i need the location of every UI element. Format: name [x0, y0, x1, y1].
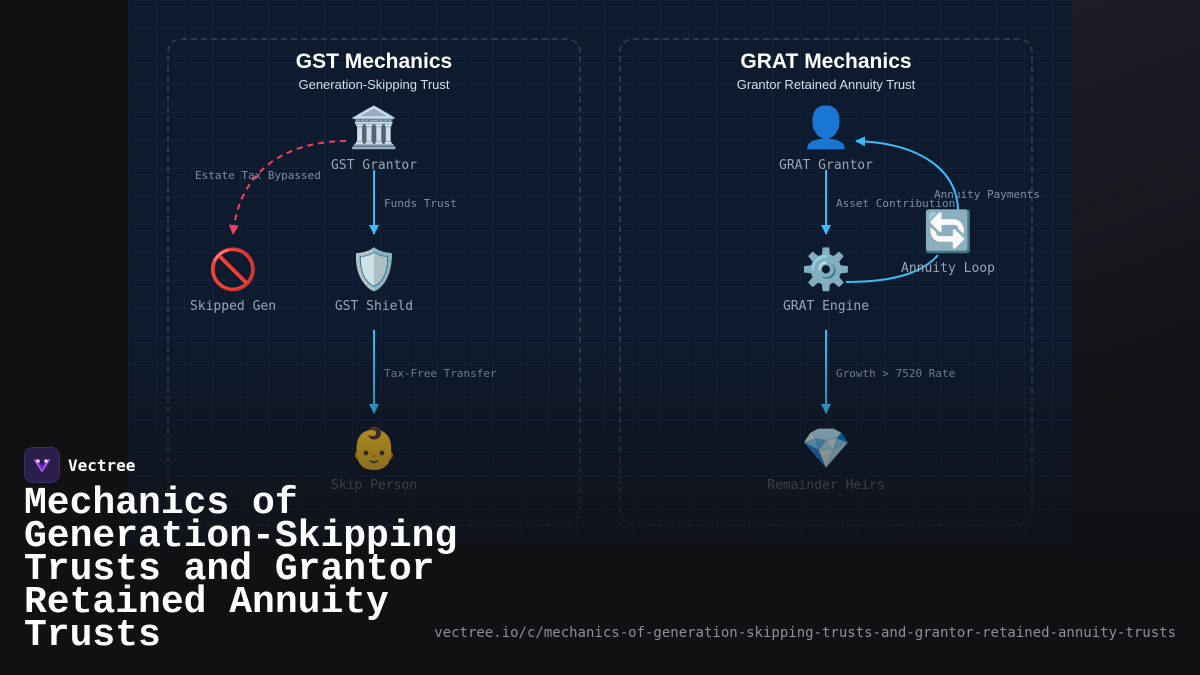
edge-engine-to-loop — [845, 254, 939, 283]
brand: Vectree — [24, 447, 135, 483]
refresh-loop-icon: 🔄 — [923, 209, 973, 255]
bank-building-icon: 🏛️ — [349, 105, 399, 151]
grat-cluster-title: GRAT Mechanics — [740, 50, 912, 73]
node-label-gst-grantor: GST Grantor — [330, 158, 418, 173]
edge-label-tax-free-transfer: Tax-Free Transfer — [384, 367, 497, 380]
node-label-annuity-loop: Annuity Loop — [901, 261, 995, 276]
person-icon: 👤 — [801, 105, 851, 151]
gst-cluster-title: GST Mechanics — [295, 50, 453, 73]
page-title: Mechanics of Generation-Skipping Trusts … — [24, 482, 458, 657]
node-label-gst-shield: GST Shield — [334, 299, 414, 314]
edge-label-estate-tax-bypassed: Estate Tax Bypassed — [195, 169, 321, 182]
node-label-grat-grantor: GRAT Grantor — [779, 158, 873, 173]
node-label-remainder-heirs: Remainder Heirs — [767, 478, 885, 493]
edge-label-funds-trust: Funds Trust — [384, 197, 457, 210]
page-url[interactable]: vectree.io/c/mechanics-of-generation-ski… — [434, 625, 1176, 641]
baby-icon: 👶 — [349, 426, 399, 472]
shield-icon: 🛡️ — [349, 247, 399, 293]
brand-name: Vectree — [68, 455, 136, 475]
edge-estate-tax-bypassed — [228, 140, 347, 235]
gst-cluster-subtitle: Generation-Skipping Trust — [298, 77, 450, 92]
gem-icon: 💎 — [801, 426, 851, 472]
prohibited-icon: 🚫 — [208, 247, 258, 293]
node-label-grat-engine: GRAT Engine — [782, 299, 870, 314]
node-label-skipped-gen: Skipped Gen — [189, 299, 277, 314]
gear-icon: ⚙️ — [801, 247, 851, 293]
edge-annuity-payments — [855, 136, 959, 213]
edge-label-annuity-payments: Annuity Payments — [934, 188, 1040, 201]
edge-label-growth: Growth > 7520 Rate — [836, 367, 956, 380]
vectree-logo-icon — [24, 447, 60, 483]
grat-cluster-subtitle: Grantor Retained Annuity Trust — [736, 77, 916, 92]
edge-label-asset-contribution: Asset Contribution — [836, 197, 956, 210]
